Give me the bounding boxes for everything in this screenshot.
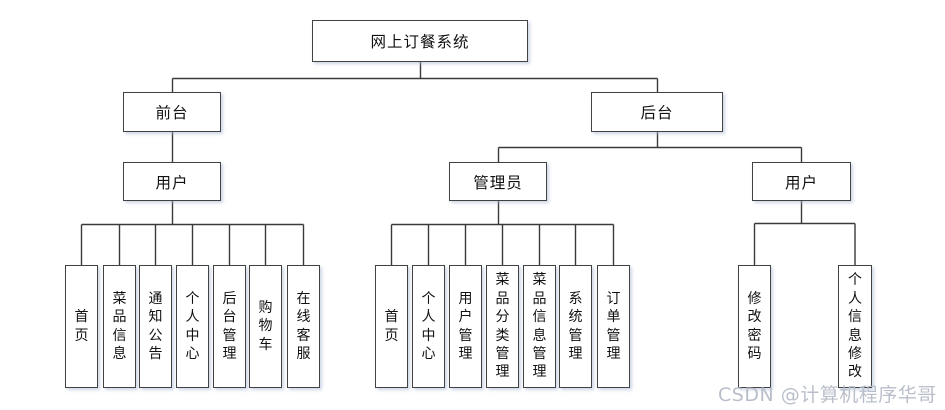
leaf-dish-info: 菜品信息 bbox=[103, 265, 136, 388]
leaf-cart: 购物车 bbox=[249, 265, 282, 388]
connector-root-split bbox=[171, 62, 659, 92]
leaf-change-password: 修改密码 bbox=[738, 265, 771, 388]
node-root: 网上订餐系统 bbox=[312, 20, 528, 62]
node-admin-label: 管理员 bbox=[473, 173, 523, 192]
node-root-label: 网上订餐系统 bbox=[370, 33, 470, 51]
leaf-dish-category-manage-label: 菜品分类管理 bbox=[495, 272, 510, 381]
node-backend: 后台 bbox=[591, 92, 723, 132]
leaf-dish-info-manage: 菜品信息管理 bbox=[523, 265, 556, 388]
node-admin: 管理员 bbox=[449, 162, 547, 201]
connector-admin-fan bbox=[390, 201, 615, 266]
leaf-admin-personal-center-label: 个人中心 bbox=[421, 290, 436, 362]
leaf-personal-center-front: 个人中心 bbox=[176, 265, 209, 388]
node-frontend: 前台 bbox=[123, 92, 221, 132]
leaf-online-service: 在线客服 bbox=[287, 265, 320, 388]
leaf-admin-personal-center: 个人中心 bbox=[412, 265, 445, 388]
node-frontend-user-label: 用户 bbox=[155, 173, 189, 192]
leaf-order-manage: 订单管理 bbox=[597, 265, 630, 388]
leaf-user-manage-label: 用户管理 bbox=[458, 290, 473, 362]
leaf-home-label: 首页 bbox=[74, 309, 89, 344]
node-frontend-user: 用户 bbox=[123, 162, 221, 201]
leaf-personal-info-edit: 个人信息修改 bbox=[838, 265, 872, 388]
node-frontend-label: 前台 bbox=[155, 104, 189, 122]
leaf-change-password-label: 修改密码 bbox=[747, 290, 762, 362]
leaf-online-service-label: 在线客服 bbox=[296, 290, 311, 362]
leaf-admin-home: 首页 bbox=[375, 265, 408, 388]
leaf-system-manage: 系统管理 bbox=[559, 265, 592, 388]
leaf-order-manage-label: 订单管理 bbox=[606, 290, 621, 362]
leaf-user-manage: 用户管理 bbox=[449, 265, 482, 388]
node-backend-label: 后台 bbox=[640, 104, 674, 122]
watermark: CSDN @计算机程序华哥 bbox=[718, 384, 937, 406]
leaf-personal-info-edit-label: 个人信息修改 bbox=[848, 272, 862, 381]
leaf-dish-info-label: 菜品信息 bbox=[112, 290, 127, 362]
leaf-backend-manage: 后台管理 bbox=[213, 265, 246, 388]
leaf-home: 首页 bbox=[65, 265, 98, 388]
node-backend-user-label: 用户 bbox=[784, 173, 818, 192]
leaf-cart-label: 购物车 bbox=[258, 299, 273, 353]
leaf-admin-home-label: 首页 bbox=[384, 309, 399, 344]
leaf-backend-manage-label: 后台管理 bbox=[222, 290, 237, 362]
leaf-notice-label: 通知公告 bbox=[148, 290, 163, 362]
leaf-notice: 通知公告 bbox=[139, 265, 172, 388]
connector-back-user-fan bbox=[753, 201, 856, 266]
connector-front-user-fan bbox=[80, 201, 305, 266]
leaf-dish-category-manage: 菜品分类管理 bbox=[486, 265, 519, 388]
leaf-personal-center-front-label: 个人中心 bbox=[185, 290, 200, 362]
leaf-system-manage-label: 系统管理 bbox=[568, 290, 583, 362]
node-backend-user: 用户 bbox=[752, 162, 851, 201]
connector-back-split bbox=[497, 132, 803, 162]
leaf-dish-info-manage-label: 菜品信息管理 bbox=[532, 272, 547, 381]
